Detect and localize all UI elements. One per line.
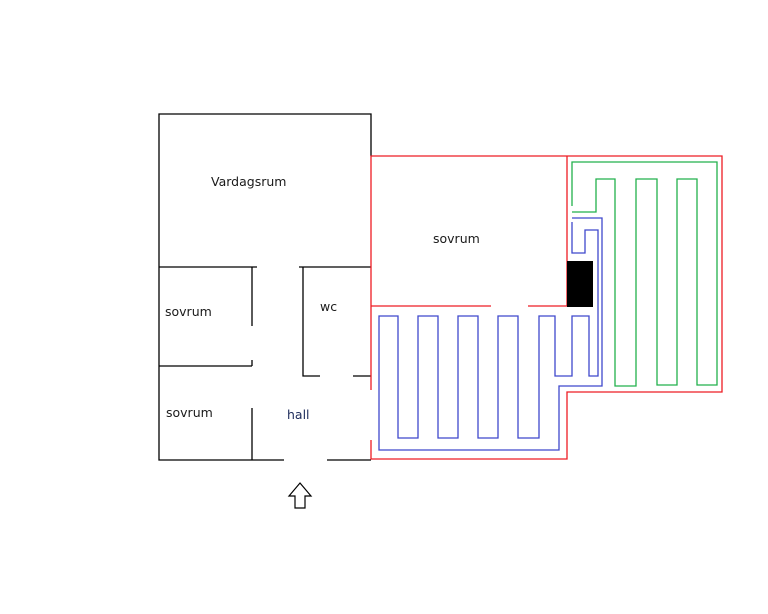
up-arrow-icon <box>287 482 313 509</box>
label-hall: hall <box>287 407 310 422</box>
extension-walls <box>370 155 723 460</box>
label-bedroom-left-bottom: sovrum <box>166 405 213 420</box>
wc-wall <box>302 267 320 377</box>
heating-unit <box>567 261 593 307</box>
heating-loop-green <box>571 161 718 387</box>
label-wc: wc <box>320 299 337 314</box>
outer-wall <box>158 113 372 461</box>
label-bedroom-large: sovrum <box>433 231 480 246</box>
label-living-room: Vardagsrum <box>211 174 286 189</box>
label-bedroom-left-top: sovrum <box>165 304 212 319</box>
heating-loop-blue <box>378 217 603 451</box>
original-walls <box>158 113 372 461</box>
extension-outer-wall <box>370 155 723 460</box>
